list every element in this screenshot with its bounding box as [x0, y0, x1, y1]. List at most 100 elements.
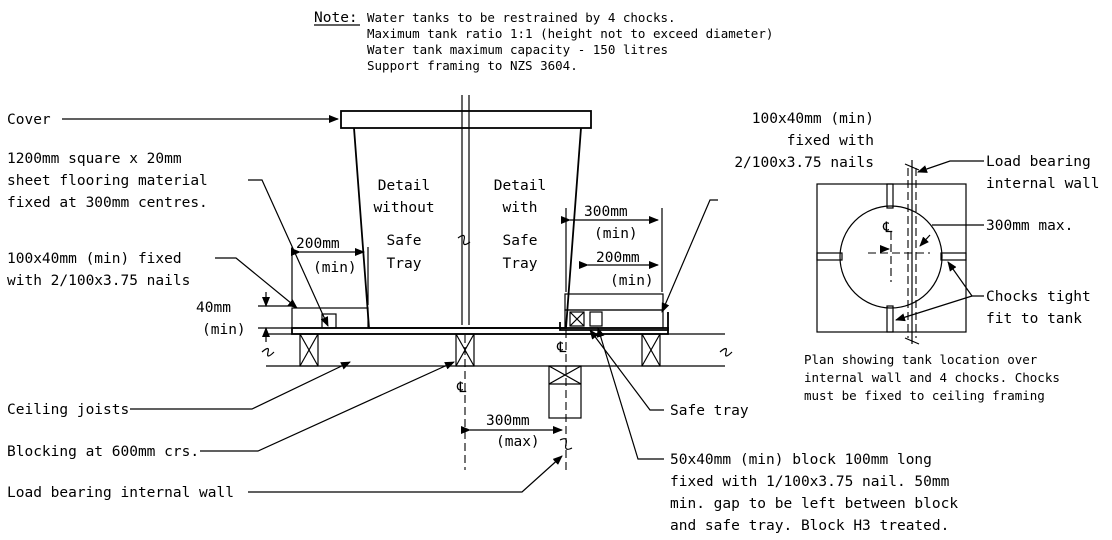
- joist-left: [299, 333, 319, 367]
- tank-centreline-symbol: ℄: [456, 380, 467, 396]
- dim-300-max: 300mm (max): [461, 413, 563, 450]
- label-fixed-nails-3: 2/100x3.75 nails: [734, 155, 874, 171]
- plan-view: ℄: [816, 160, 967, 345]
- tank-label-without: Detail without Safe Tray: [373, 178, 434, 272]
- plan-chock-bottom: [886, 305, 894, 333]
- joist-left-outline: [299, 333, 319, 367]
- wall-plate-outline: [548, 365, 582, 419]
- plan-centreline-symbol: ℄: [882, 220, 893, 236]
- plan-wall-tick-bottom: [904, 337, 920, 345]
- joist-break-left: [261, 347, 275, 357]
- label-blocking-leader: [200, 361, 455, 452]
- tank-body: [353, 127, 582, 329]
- tank-label-without-1: Detail: [378, 178, 430, 194]
- label-ceiling-joists-leader: [130, 361, 351, 410]
- label-block-leader: [596, 327, 664, 460]
- plan-load-wall-2: internal wall: [986, 176, 1100, 192]
- tank: [340, 95, 592, 329]
- label-safe-tray-leader: [589, 329, 664, 411]
- wall-break: [559, 438, 573, 450]
- label-flooring: 1200mm square x 20mm sheet flooring mate…: [7, 151, 329, 327]
- label-fixed-nails: 100x40mm (min) fixed with 2/100x3.75 nai…: [661, 111, 874, 313]
- note-line-3: Water tank maximum capacity - 150 litres: [367, 42, 668, 57]
- joist-right-cross-b: [641, 333, 661, 367]
- note-label: Note:: [314, 10, 358, 26]
- dim-200-right-value: 200mm: [596, 250, 640, 266]
- dim-40-gap: 40mm (min): [196, 292, 292, 342]
- right-chock-cross-b: [569, 311, 585, 327]
- plan-300-arrow-b: [919, 234, 931, 247]
- label-ceiling-joists: Ceiling joists: [7, 361, 351, 418]
- label-load-wall: Load bearing internal wall: [7, 455, 563, 501]
- label-cover: Cover: [7, 112, 339, 128]
- plan-load-wall-1: Load bearing: [986, 154, 1091, 170]
- label-block: 50x40mm (min) block 100mm long fixed wit…: [596, 327, 958, 534]
- dim-40-value: 40mm: [196, 300, 231, 316]
- right-support-bearer-top: [564, 293, 664, 311]
- label-fixed-min-2: with 2/100x3.75 nails: [7, 273, 190, 289]
- plan-label-load-wall: Load bearing internal wall: [917, 154, 1100, 192]
- plan-caption-1: Plan showing tank location over: [804, 352, 1038, 367]
- note-line-4: Support framing to NZS 3604.: [367, 58, 578, 73]
- tank-label-with-4: Tray: [503, 256, 538, 272]
- label-flooring-leader: [248, 179, 329, 327]
- plan-caption: Plan showing tank location over internal…: [804, 352, 1060, 403]
- load-bearing-wall: [548, 330, 582, 470]
- note-line-2: Maximum tank ratio 1:1 (height not to ex…: [367, 26, 773, 41]
- plan-chocks-2: fit to tank: [986, 311, 1082, 327]
- label-block-3: min. gap to be left between block: [670, 496, 958, 512]
- dim-300-max-value: 300mm: [486, 413, 530, 429]
- tank-cover: [340, 110, 592, 129]
- plan-caption-2: internal wall and 4 chocks. Chocks: [804, 370, 1060, 385]
- left-support-bearer: [291, 307, 369, 329]
- joist-right-outline: [641, 333, 661, 367]
- label-load-wall-text: Load bearing internal wall: [7, 485, 234, 501]
- label-safe-tray: Safe tray: [589, 329, 749, 419]
- joist-right: [641, 333, 661, 367]
- label-safe-tray-text: Safe tray: [670, 403, 749, 419]
- tank-label-with: Detail with Safe Tray: [494, 178, 546, 272]
- tank-label-with-1: Detail: [494, 178, 546, 194]
- label-blocking-text: Blocking at 600mm crs.: [7, 444, 199, 460]
- dim-40-min: (min): [202, 322, 246, 338]
- right-chock: [569, 311, 585, 327]
- right-support-bearer: [564, 309, 664, 329]
- plan-load-wall-leader: [917, 160, 984, 173]
- plan-label-chocks: Chocks tight fit to tank: [895, 261, 1091, 327]
- label-fixed-nails-2: fixed with: [787, 133, 874, 149]
- label-flooring-3: fixed at 300mm centres.: [7, 195, 208, 211]
- label-fixed-min: 100x40mm (min) fixed with 2/100x3.75 nai…: [7, 251, 298, 309]
- tank-label-without-3: Safe: [387, 233, 422, 249]
- dim-200-left-value: 200mm: [296, 236, 340, 252]
- plan-300max-text: 300mm max.: [986, 218, 1073, 234]
- note-block: Note: Water tanks to be restrained by 4 …: [314, 10, 773, 73]
- plan-label-300max: 300mm max.: [932, 218, 1073, 234]
- label-fixed-nails-1: 100x40mm (min): [752, 111, 874, 127]
- dim-200-left-min: (min): [313, 260, 357, 276]
- label-fixed-min-leader: [215, 257, 298, 309]
- tank-label-without-2: without: [373, 200, 434, 216]
- block-50x40: [589, 311, 603, 327]
- break-mark: [457, 234, 471, 246]
- safe-tray: [559, 312, 669, 331]
- plan-chock-left: [816, 252, 843, 261]
- tank-label-without-4: Tray: [387, 256, 422, 272]
- label-flooring-2: sheet flooring material: [7, 173, 208, 189]
- dim-200-left: 200mm (min): [291, 236, 369, 305]
- label-fixed-nails-leader: [661, 199, 718, 313]
- tank-label-with-2: with: [503, 200, 538, 216]
- plan-caption-3: must be fixed to ceiling framing: [804, 388, 1045, 403]
- plan-chocks-leader-2: [895, 295, 973, 322]
- framing-section: ℄ ℄: [261, 293, 733, 470]
- plan-chock-top: [886, 183, 894, 209]
- dim-300-right: 300mm (min): [561, 204, 663, 292]
- wall-plate-cross-b: [548, 365, 582, 385]
- label-block-2: fixed with 1/100x3.75 nail. 50mm: [670, 474, 950, 490]
- dim-300-max-label: (max): [496, 434, 540, 450]
- label-fixed-min-1: 100x40mm (min) fixed: [7, 251, 182, 267]
- dim-200-right-min: (min): [610, 273, 654, 289]
- plan-tank: [839, 205, 943, 309]
- joist-break-right: [719, 347, 733, 357]
- joist-left-cross-b: [299, 333, 319, 367]
